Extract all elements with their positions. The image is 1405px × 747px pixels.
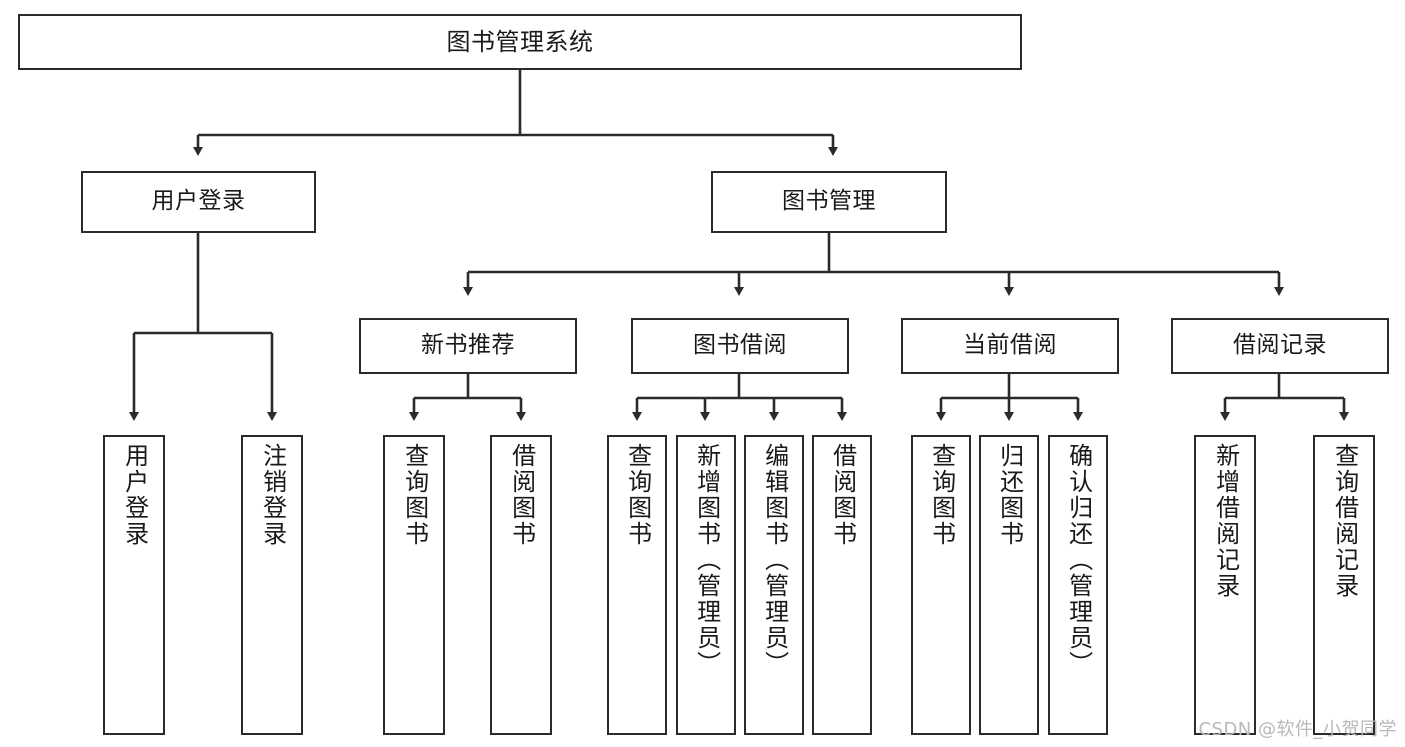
node-label: 新书推荐 (421, 332, 515, 359)
node-label: 查询图书 (623, 443, 652, 547)
node-root-system[interactable]: 图书管理系统 (18, 14, 1022, 70)
node-label: 新增借阅记录 (1211, 443, 1240, 599)
node-label: 用户登录 (151, 188, 246, 215)
leaf-current-confirm-return-admin[interactable]: 确认归还（管理员） (1048, 435, 1108, 735)
node-book-management[interactable]: 图书管理 (711, 171, 947, 233)
node-label: 归还图书 (995, 443, 1024, 547)
leaf-record-query-record[interactable]: 查询借阅记录 (1313, 435, 1375, 735)
node-label: 图书管理 (782, 188, 876, 215)
node-label: 借阅图书 (507, 443, 536, 547)
node-borrow-record[interactable]: 借阅记录 (1171, 318, 1389, 374)
leaf-borrow-query-book[interactable]: 查询图书 (607, 435, 667, 735)
node-label: 查询图书 (927, 443, 956, 547)
leaf-borrow-add-book-admin[interactable]: 新增图书（管理员） (676, 435, 736, 735)
node-label: 图书借阅 (693, 332, 787, 359)
leaf-user-login-login[interactable]: 用户登录 (103, 435, 165, 735)
node-user-login[interactable]: 用户登录 (81, 171, 316, 233)
node-current-borrow[interactable]: 当前借阅 (901, 318, 1119, 374)
node-label: 当前借阅 (963, 332, 1057, 359)
leaf-new-book-borrow[interactable]: 借阅图书 (490, 435, 552, 735)
node-label: 注销登录 (258, 443, 287, 547)
node-label: 确认归还（管理员） (1064, 443, 1093, 677)
leaf-borrow-edit-book-admin[interactable]: 编辑图书（管理员） (744, 435, 804, 735)
node-new-book-recommend[interactable]: 新书推荐 (359, 318, 577, 374)
node-book-borrow[interactable]: 图书借阅 (631, 318, 849, 374)
leaf-record-add-record[interactable]: 新增借阅记录 (1194, 435, 1256, 735)
node-label: 借阅图书 (828, 443, 857, 547)
leaf-current-query-book[interactable]: 查询图书 (911, 435, 971, 735)
leaf-borrow-borrow-book[interactable]: 借阅图书 (812, 435, 872, 735)
node-label: 编辑图书（管理员） (760, 443, 789, 677)
node-label: 查询借阅记录 (1330, 443, 1359, 599)
node-label: 查询图书 (400, 443, 429, 547)
node-label: 借阅记录 (1233, 332, 1327, 359)
leaf-new-book-query[interactable]: 查询图书 (383, 435, 445, 735)
leaf-current-return-book[interactable]: 归还图书 (979, 435, 1039, 735)
csdn-watermark: CSDN @软件_小贺同学 (1198, 719, 1397, 740)
node-label: 图书管理系统 (446, 27, 594, 56)
leaf-user-login-logout[interactable]: 注销登录 (241, 435, 303, 735)
node-label: 用户登录 (120, 443, 149, 547)
node-label: 新增图书（管理员） (692, 443, 721, 677)
